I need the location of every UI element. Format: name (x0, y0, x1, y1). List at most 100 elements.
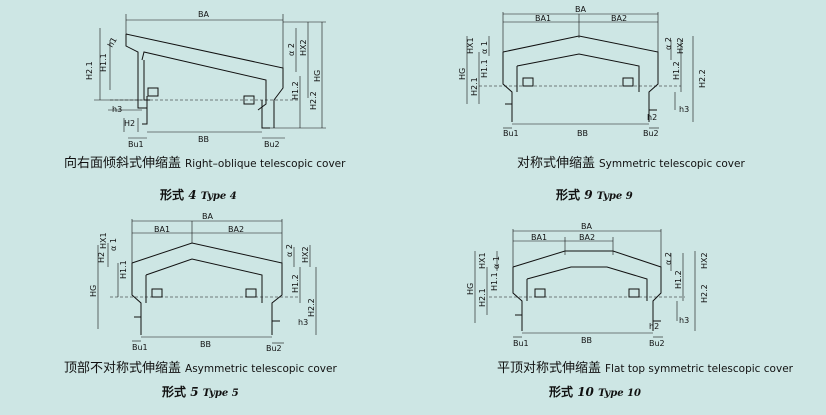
label-bu1: Bu1 (513, 339, 529, 348)
diagram-type-9: BA BA1 BA2 HG H2.1 H1.1 HX1 α 1 Bu1 BB B… (413, 0, 826, 207)
label-h22: H2.2 (700, 284, 709, 303)
caption-en: Asymmetric telescopic cover (185, 363, 337, 375)
label-h11: H1.1 (480, 59, 489, 78)
drawing-type-4: BA H2.1 H1.1 h1 h3 H2 Bu1 BB Bu2 (85, 10, 326, 149)
diagram-type-4: BA H2.1 H1.1 h1 h3 H2 Bu1 BB Bu2 (0, 0, 413, 207)
label-h2: h2 (649, 322, 659, 331)
label-a1: α 1 (480, 41, 489, 54)
label-a2: α 2 (664, 252, 673, 265)
label-h1: h1 (106, 36, 119, 49)
drawing-type-9: BA BA1 BA2 HG H2.1 H1.1 HX1 α 1 Bu1 BB B… (458, 5, 707, 138)
label-h11: H1.1 (119, 260, 128, 279)
label-h21: H2.1 (478, 288, 487, 307)
label-hx2: HX2 (676, 37, 685, 54)
label-h22: H2.2 (309, 91, 318, 110)
label-ba1: BA1 (535, 14, 551, 23)
label-bb: BB (577, 129, 588, 138)
label-hg: HG (313, 70, 322, 82)
diagram-type-10: BA BA1 BA2 HG H2.1 H1.1 HX1 α 1 Bu1 BB B (413, 207, 826, 415)
label-a2: α 2 (285, 244, 294, 257)
label-ba: BA (198, 10, 209, 19)
caption-en: Right–oblique telescopic cover (185, 158, 346, 170)
type-en: Type 10 (598, 388, 641, 399)
type-cn: 形式 (549, 385, 574, 399)
drawing-type-5: BA BA1 BA2 HG H2 HX1 α 1 H1.1 Bu1 BB Bu2 (89, 212, 317, 353)
label-h2: H2 (97, 252, 106, 263)
drawing-type-10: BA BA1 BA2 HG H2.1 H1.1 HX1 α 1 Bu1 BB B (466, 222, 709, 348)
label-hg: HG (458, 68, 467, 80)
label-bb: BB (581, 336, 592, 345)
label-bu2: Bu2 (266, 344, 282, 353)
label-ba: BA (575, 5, 586, 14)
caption-cn: 顶部不对称式伸缩盖 (64, 361, 182, 376)
label-h21: H2.1 (85, 61, 94, 80)
type-cn: 形式 (162, 385, 187, 399)
label-hx2: HX2 (299, 39, 308, 56)
type-en: Type 4 (200, 191, 237, 202)
label-a2: α 2 (664, 37, 673, 50)
label-bu1: Bu1 (128, 140, 144, 149)
label-h2: h2 (647, 113, 657, 122)
label-h12: H1.2 (291, 274, 300, 293)
caption-cn: 向右面倾斜式伸缩盖 (64, 156, 182, 171)
label-hx1: HX1 (478, 252, 487, 269)
type-cn: 形式 (160, 188, 185, 202)
label-h3: h3 (679, 105, 689, 114)
label-h12: H1.2 (674, 270, 683, 289)
type-num: 5 (190, 385, 199, 399)
label-hx2: HX2 (700, 252, 709, 269)
label-bu2: Bu2 (264, 140, 280, 149)
label-h22: H2.2 (698, 69, 707, 88)
label-a1: α 1 (109, 238, 118, 251)
label-ba2: BA2 (579, 233, 595, 242)
label-bb: BB (200, 340, 211, 349)
type-num: 9 (584, 188, 593, 202)
label-a1: α 1 (492, 256, 501, 269)
label-ba: BA (202, 212, 213, 221)
type-num: 4 (188, 188, 197, 202)
caption-cn: 平顶对称式伸缩盖 (497, 361, 602, 376)
type-label-10: 形式 10 Type 10 (549, 383, 641, 400)
caption-en: Symmetric telescopic cover (599, 158, 745, 170)
label-h3: h3 (298, 318, 308, 327)
caption-cn: 对称式伸缩盖 (517, 156, 596, 171)
label-bu2: Bu2 (643, 129, 659, 138)
type-en: Type 9 (596, 191, 633, 202)
label-h2: H2 (124, 119, 135, 128)
label-bb: BB (198, 135, 209, 144)
label-ba1: BA1 (531, 233, 547, 242)
caption-en: Flat top symmetric telescopic cover (605, 363, 793, 375)
type-label-4: 形式 4 Type 4 (160, 186, 237, 203)
type-cn: 形式 (556, 188, 581, 202)
label-h11: H1.1 (99, 53, 108, 72)
label-hx1: HX1 (466, 37, 475, 54)
label-ba: BA (581, 222, 592, 231)
type-num: 10 (577, 385, 594, 399)
label-a2: α 2 (287, 43, 296, 56)
label-h3: h3 (679, 316, 689, 325)
label-ba2: BA2 (228, 225, 244, 234)
label-h12: H1.2 (672, 61, 681, 80)
label-h21: H2.1 (470, 77, 479, 96)
label-ba1: BA1 (154, 225, 170, 234)
label-h11: H1.1 (490, 272, 499, 291)
label-hx2: HX2 (301, 246, 310, 263)
label-bu2: Bu2 (649, 339, 665, 348)
label-h12: H1.2 (291, 81, 300, 100)
type-en: Type 5 (202, 388, 239, 399)
label-ba2: BA2 (611, 14, 627, 23)
label-hg: HG (466, 283, 475, 295)
label-hx1: HX1 (99, 232, 108, 249)
label-h22: H2.2 (307, 298, 316, 317)
label-bu1: Bu1 (132, 343, 148, 352)
type-label-5: 形式 5 Type 5 (162, 383, 239, 400)
diagram-type-5: BA BA1 BA2 HG H2 HX1 α 1 H1.1 Bu1 BB Bu2 (0, 207, 413, 415)
type-label-9: 形式 9 Type 9 (556, 186, 633, 203)
label-h3: h3 (112, 105, 122, 114)
label-bu1: Bu1 (503, 129, 519, 138)
label-hg: HG (89, 285, 98, 297)
